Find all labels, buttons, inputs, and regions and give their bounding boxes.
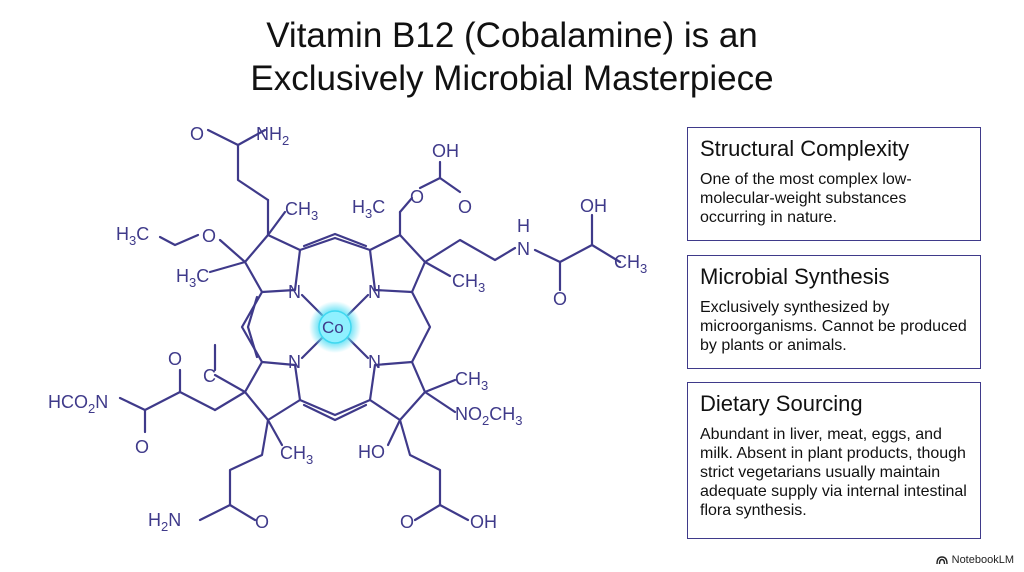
card-structural-complexity: Structural Complexity One of the most co… <box>687 127 981 241</box>
label-ch3-bottom-right: CH3 <box>455 369 488 393</box>
card-heading: Dietary Sourcing <box>700 391 863 416</box>
notebooklm-watermark: NotebookLM <box>935 554 1014 566</box>
label-o-amide-right: O <box>553 289 567 309</box>
card-dietary-sourcing: Dietary Sourcing Abundant in liver, meat… <box>687 382 981 539</box>
label-n-top-left: N <box>288 282 301 302</box>
title-line-2: Exclusively Microbial Masterpiece <box>250 59 774 98</box>
notebooklm-logo-icon <box>935 555 948 564</box>
card-body: One of the most complex low-molecular-we… <box>700 171 912 226</box>
cobalamin-structure-diagram: O NH2 CH3 H3C O H3C N N N N Co H3C O OH … <box>48 124 647 534</box>
label-ch3-far: CH3 <box>614 252 647 276</box>
label-hco2n: HCO2N <box>48 392 108 416</box>
label-o-acid: O <box>400 512 414 532</box>
card-microbial-synthesis: Microbial Synthesis Exclusively synthesi… <box>687 255 981 369</box>
label-o-keto-2: O <box>135 437 149 457</box>
cobalt-atom <box>318 310 352 344</box>
title-line-1: Vitamin B12 (Cobalamine) is an <box>266 16 758 55</box>
page-title: Vitamin B12 (Cobalamine) is an Exclusive… <box>0 14 1024 100</box>
label-nh-h: H <box>517 216 530 236</box>
brand-name: NotebookLM <box>951 554 1014 566</box>
bond-lines <box>118 128 622 522</box>
label-oh-acid: OH <box>470 512 497 532</box>
label-h3c-left: H3C <box>176 266 209 290</box>
label-c-left: C <box>203 366 216 386</box>
label-nh2-top: NH2 <box>256 124 289 148</box>
label-ho-bottom: HO <box>358 442 385 462</box>
label-o-ester-2: O <box>458 197 472 217</box>
label-h2n-bottom: H2N <box>148 510 181 534</box>
label-o-keto-1: O <box>168 349 182 369</box>
label-n-bottom-left: N <box>288 352 301 372</box>
card-body: Exclusively synthesized by microorganism… <box>700 299 967 354</box>
card-heading: Structural Complexity <box>700 136 910 161</box>
label-o-ether: O <box>202 226 216 246</box>
label-nh-n: N <box>517 239 530 259</box>
card-heading: Microbial Synthesis <box>700 264 890 289</box>
label-h3c-top: H3C <box>352 197 385 221</box>
label-h3c-ethyl: H3C <box>116 224 149 248</box>
label-o-ester: O <box>410 187 424 207</box>
label-ch3-bottom: CH3 <box>280 443 313 467</box>
label-n-bottom-right: N <box>368 352 381 372</box>
label-oh-right: OH <box>580 196 607 216</box>
card-body: Abundant in liver, meat, eggs, and milk.… <box>700 426 967 519</box>
label-ch3-a: CH3 <box>285 199 318 223</box>
label-o-amide-bottom: O <box>255 512 269 532</box>
label-o-amide-top: O <box>190 124 204 144</box>
label-ch3-right: CH3 <box>452 271 485 295</box>
label-oh-top: OH <box>432 141 459 161</box>
label-cobalt: Co <box>322 318 344 337</box>
label-n-top-right: N <box>368 282 381 302</box>
label-no2ch3: NO2CH3 <box>455 404 522 428</box>
